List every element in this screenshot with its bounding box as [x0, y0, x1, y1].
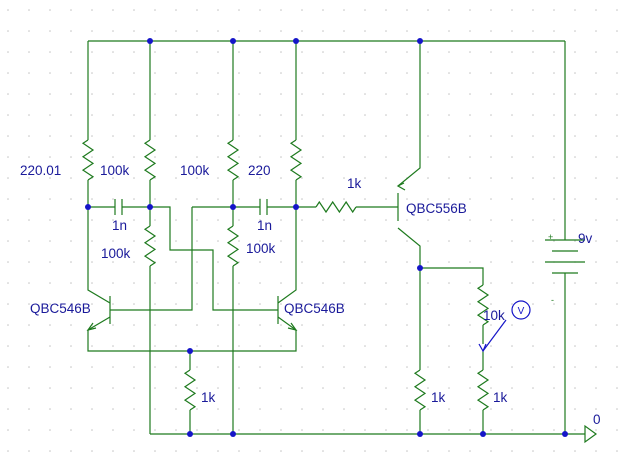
resistor-r1 — [81, 139, 95, 181]
resistor-rb2 — [226, 225, 240, 267]
resistor-r3 — [226, 139, 240, 181]
ground-symbol — [584, 424, 598, 444]
label-r4: 220 — [248, 163, 271, 178]
label-battery: 9v — [578, 231, 593, 246]
wire-r1-q1 — [87, 180, 111, 304]
label-c2: 1n — [257, 218, 272, 233]
wire-q3-to-pot — [420, 267, 484, 285]
label-r-load: 1k — [431, 390, 446, 405]
resistor-load — [413, 369, 427, 411]
label-r1: 220.01 — [20, 163, 61, 178]
label-rb1: 100k — [101, 246, 131, 261]
transistor-q2-arrow — [287, 322, 298, 331]
capacitors — [114, 199, 268, 215]
probe-circle — [511, 300, 531, 320]
label-rb2: 100k — [246, 241, 276, 256]
wires — [87, 40, 585, 435]
label-r3: 100k — [180, 163, 210, 178]
capacitor-c2 — [259, 199, 268, 215]
label-r5: 1k — [347, 176, 362, 191]
resistor-r4 — [289, 139, 303, 181]
label-battery-minus: - — [551, 295, 554, 305]
transistors — [86, 182, 406, 331]
resistor-emitter — [183, 369, 197, 411]
resistor-pot-bottom — [476, 369, 490, 411]
label-ground: 0 — [593, 412, 601, 427]
label-battery-plus: + — [548, 232, 553, 242]
label-r-pot-top: 10k — [483, 308, 505, 323]
wire-cross-2 — [124, 207, 193, 311]
label-c1: 1n — [112, 218, 127, 233]
battery-plates — [545, 239, 585, 274]
wire-r4-q2 — [277, 180, 297, 304]
label-q1: QBC546B — [30, 301, 91, 316]
label-q3: QBC556B — [406, 201, 467, 216]
transistor-q1-arrow — [86, 322, 97, 331]
resistors — [81, 139, 490, 411]
wire-q3-collector — [397, 227, 421, 370]
battery — [545, 239, 585, 280]
label-r2: 100k — [100, 163, 130, 178]
label-r-emitter: 1k — [201, 390, 216, 405]
labels: 220.01 100k 100k 220 1k 1n 1n 100k 100k … — [20, 163, 601, 427]
label-r-pot-bottom: 1k — [493, 390, 508, 405]
transistor-q3-arrow — [396, 182, 406, 191]
wire-top-q3-emitter — [397, 41, 421, 187]
background-grid — [7, 9, 618, 452]
nodes — [85, 38, 568, 437]
transistor-q1 — [109, 296, 124, 324]
resistor-r5 — [315, 200, 357, 214]
probe-label: V — [518, 306, 525, 317]
resistor-rb1 — [143, 225, 157, 267]
voltage-probe: V — [478, 300, 531, 353]
resistor-pot-top — [476, 284, 490, 326]
resistor-r2 — [143, 139, 157, 181]
wire-q1-emitter — [87, 316, 297, 352]
capacitor-c1 — [114, 199, 123, 215]
label-q2: QBC546B — [284, 301, 345, 316]
